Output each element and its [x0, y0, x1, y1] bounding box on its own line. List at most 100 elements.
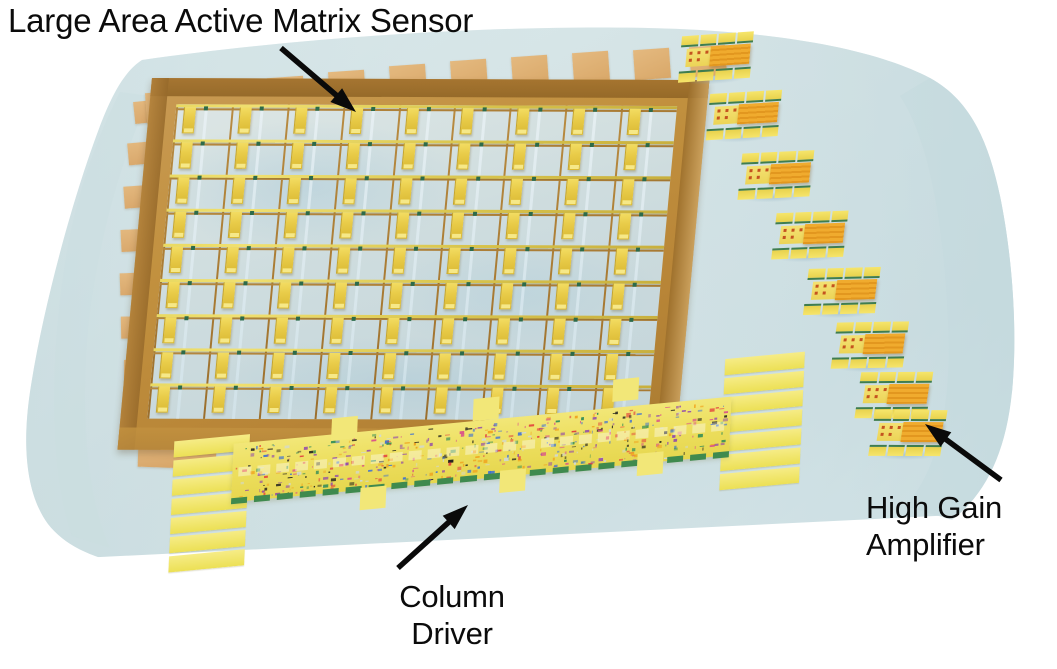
- high-gain-amplifier-module[interactable]: [737, 150, 815, 204]
- driver-circuit-block: [673, 425, 687, 436]
- amplifier-die: [768, 162, 812, 185]
- driver-circuit-feature: [256, 445, 258, 450]
- driver-tab: [359, 485, 387, 511]
- high-gain-amplifier-module[interactable]: [802, 266, 881, 319]
- module-pad: [724, 127, 742, 140]
- driver-circuit-feature: [503, 457, 509, 462]
- driver-circuit-feature: [444, 454, 447, 457]
- pixel-contact: [507, 234, 518, 239]
- solder-dot: [717, 109, 721, 113]
- pixel-element: [509, 178, 524, 205]
- pixel-contact: [226, 268, 236, 273]
- driver-circuit-feature: [522, 465, 525, 469]
- driver-circuit-feature: [334, 474, 339, 478]
- pixel-element: [172, 212, 187, 239]
- module-pad: [699, 33, 717, 47]
- driver-circuit-feature: [629, 419, 633, 423]
- driver-contact: [322, 488, 339, 496]
- driver-circuit-feature: [510, 438, 514, 443]
- pixel-element: [283, 212, 298, 239]
- driver-circuit-feature: [462, 463, 465, 467]
- module-pad: [830, 357, 849, 369]
- driver-circuit-block: [692, 423, 706, 434]
- driver-circuit-feature: [702, 447, 704, 451]
- driver-circuit-feature: [405, 478, 409, 481]
- module-pad: [873, 409, 893, 421]
- solder-dot: [874, 395, 878, 399]
- module-pad: [761, 124, 779, 138]
- driver-circuit-feature: [287, 455, 291, 457]
- driver-circuit-feature: [481, 438, 487, 441]
- driver-circuit-feature: [361, 456, 364, 460]
- driver-circuit-feature: [548, 462, 553, 466]
- driver-circuit-block: [238, 466, 252, 477]
- driver-circuit-block: [654, 426, 668, 438]
- driver-circuit-feature: [629, 409, 634, 412]
- module-pad: [910, 410, 930, 422]
- driver-circuit-feature: [386, 440, 391, 443]
- driver-circuit-feature: [429, 442, 433, 447]
- high-gain-amplifier-module[interactable]: [771, 210, 849, 264]
- driver-circuit-feature: [687, 410, 692, 413]
- high-gain-amplifier-module[interactable]: [705, 89, 783, 144]
- pixel-tft: [190, 245, 196, 250]
- pixel-element: [623, 143, 638, 171]
- driver-circuit-feature: [517, 422, 519, 426]
- solder-dot: [724, 115, 728, 120]
- driver-contact: [276, 492, 294, 500]
- driver-circuit-feature: [506, 431, 509, 433]
- module-pad: [891, 321, 910, 333]
- driver-circuit-feature: [511, 458, 517, 461]
- driver-circuit-feature: [517, 465, 522, 469]
- driver-circuit-feature: [530, 431, 532, 436]
- driver-circuit-feature: [264, 487, 268, 491]
- module-pad: [764, 89, 783, 102]
- solder-dot: [725, 108, 729, 113]
- driver-circuit-feature: [313, 450, 316, 454]
- driver-circuit-feature: [415, 446, 418, 449]
- pixel-tft: [524, 247, 530, 252]
- driver-circuit-feature: [630, 452, 635, 456]
- driver-circuit-feature: [596, 439, 599, 441]
- driver-circuit-feature: [582, 445, 585, 448]
- module-pad: [733, 66, 751, 79]
- driver-circuit-feature: [584, 429, 590, 433]
- pixel-contact: [331, 338, 341, 343]
- driver-circuit-feature: [711, 421, 718, 425]
- pixel-contact: [396, 234, 406, 239]
- driver-circuit-feature: [540, 448, 542, 452]
- module-pad: [923, 445, 942, 457]
- driver-circuit-feature: [633, 425, 635, 429]
- driver-circuit-feature: [641, 442, 644, 446]
- driver-circuit-feature: [579, 420, 582, 424]
- pixel-element: [384, 317, 400, 344]
- module-pad: [681, 35, 699, 48]
- module-pad: [878, 371, 897, 384]
- pixel-element: [237, 107, 252, 134]
- driver-circuit-feature: [322, 476, 329, 480]
- driver-circuit-feature: [558, 440, 560, 443]
- pixel-tft: [236, 350, 242, 355]
- pixel-element: [551, 318, 567, 345]
- driver-circuit-feature: [360, 451, 367, 454]
- pixel-element: [440, 317, 455, 345]
- module-pad: [727, 91, 746, 104]
- pixel-contact: [232, 198, 243, 203]
- high-gain-amplifier-module[interactable]: [677, 31, 754, 87]
- pixel-tft: [298, 281, 304, 286]
- pixel-tft: [482, 107, 487, 112]
- pixel-contact: [406, 129, 416, 134]
- driver-circuit-feature: [494, 430, 496, 432]
- pixel-contact: [347, 164, 357, 169]
- pixel-tft: [626, 352, 631, 357]
- high-gain-amplifier-module[interactable]: [830, 321, 910, 373]
- driver-circuit-feature: [479, 451, 484, 453]
- high-gain-amplifier-module[interactable]: [868, 409, 948, 461]
- column-driver[interactable]: [168, 347, 805, 573]
- pixel-element: [338, 212, 354, 239]
- driver-circuit-feature: [399, 444, 403, 448]
- pixel-element: [329, 317, 344, 344]
- driver-circuit-feature: [552, 457, 555, 461]
- pixel-element: [381, 352, 396, 379]
- driver-circuit-feature: [604, 420, 608, 424]
